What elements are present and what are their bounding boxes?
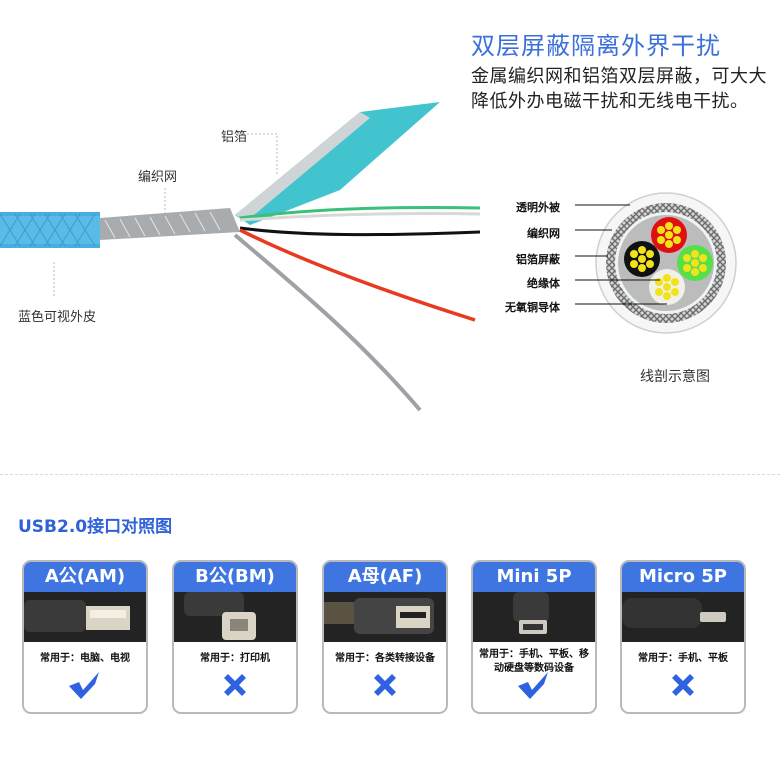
connector-image-mini-usb [473,592,595,642]
label-braid: 编织网 [138,170,178,185]
cross-icon [174,670,296,704]
check-icon [24,670,146,704]
card-usage: 常用于：电脑、电视 [40,653,130,664]
legend-braid: 编织网 [527,227,560,240]
label-foil: 铝箔 [221,130,248,145]
connector-card-mini-5p: Mini 5P 常用于：手机、平板、移动硬盘等数码设备 [471,560,597,714]
card-title: A母(AF) [324,562,446,592]
connector-card-af: A母(AF) 常用于：各类转接设备 [322,560,448,714]
connector-card-bm: B公(BM) 常用于：打印机 [172,560,298,714]
section-title: USB2.0接口对照图 [18,517,173,537]
cable-cross-section-diagram [575,192,737,334]
connector-image-usb-a-female [324,592,446,642]
connector-card-micro-5p: Micro 5P 常用于：手机、平板 [620,560,746,714]
card-title: A公(AM) [24,562,146,592]
check-icon [473,670,595,704]
connector-image-usb-b-male [174,592,296,642]
card-usage: 常用于：打印机 [200,653,270,664]
legend-copper-conductor: 无氧铜导体 [505,301,560,314]
cable-photo [0,102,480,412]
connector-card-am: A公(AM) 常用于：电脑、电视 [22,560,148,714]
legend-foil-shield: 铝箔屏蔽 [516,253,560,266]
cross-icon [622,670,744,704]
diagram-caption: 线剖示意图 [640,369,710,385]
label-jacket: 蓝色可视外皮 [18,310,97,325]
card-usage: 常用于：手机、平板、移动硬盘等数码设备 [479,649,589,674]
headline: 双层屏蔽隔离外界干扰 [471,32,721,60]
card-usage: 常用于：手机、平板 [638,653,728,664]
card-usage: 常用于：各类转接设备 [335,653,435,664]
card-title: B公(BM) [174,562,296,592]
section-divider [0,474,780,475]
connector-image-micro-usb [622,592,744,642]
card-title: Mini 5P [473,562,595,592]
card-title: Micro 5P [622,562,744,592]
legend-transparent-sheath: 透明外被 [516,201,560,214]
legend-insulation: 绝缘体 [527,277,560,290]
connector-image-usb-a-male [24,592,146,642]
description: 金属编织网和铝箔双层屏蔽，可大大降低外办电磁干扰和无线电干扰。 [471,66,767,112]
cross-icon [324,670,446,704]
